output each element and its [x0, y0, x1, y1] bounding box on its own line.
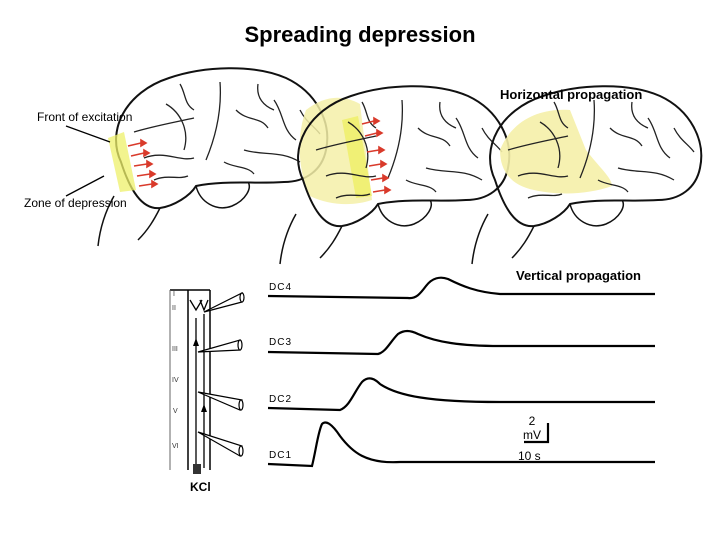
electrode-dc1 — [197, 431, 244, 457]
excitation-front-band — [108, 132, 136, 192]
trace-dc1 — [267, 421, 655, 468]
trace-dc3 — [267, 329, 655, 356]
arrow-group-2 — [361, 116, 392, 195]
dc2-label: DC2 — [269, 394, 293, 405]
vertical-propagation-label: Vertical propagation — [516, 268, 641, 283]
dc3-label: DC3 — [269, 337, 293, 348]
kcl-label: KCl — [190, 480, 211, 494]
scale-time: 10 s — [518, 449, 541, 463]
layer-label-5: V — [173, 408, 178, 415]
layer-label-1: I — [173, 291, 175, 298]
horizontal-propagation-label: Horizontal propagation — [500, 87, 643, 102]
layer-label-2: II — [172, 305, 176, 312]
front-pointer-line — [65, 125, 111, 143]
brain-1 — [65, 67, 329, 247]
front-of-excitation-label: Front of excitation — [37, 110, 133, 124]
electrode-dc3 — [197, 339, 243, 353]
electrode-dc4 — [203, 292, 245, 313]
cortex-column — [169, 289, 211, 474]
brain-2 — [279, 85, 511, 265]
scale-voltage-unit: mV — [523, 428, 541, 442]
zone-pointer-line — [65, 175, 105, 197]
trace-dc2 — [267, 377, 655, 412]
layer-label-4: IV — [172, 377, 179, 384]
diagram-title: Spreading depression — [244, 22, 476, 47]
layer-label-3: III — [172, 346, 178, 353]
zone-of-depression-label: Zone of depression — [24, 196, 127, 210]
excitation-front-band-2 — [342, 116, 372, 198]
depression-zone-3 — [500, 109, 612, 194]
arrow-group-1 — [127, 138, 159, 189]
dc4-label: DC4 — [269, 282, 293, 293]
scale-voltage-value: 2 — [528, 414, 536, 428]
scale-voltage: 2 mV — [514, 414, 550, 442]
dc1-label: DC1 — [269, 450, 293, 461]
brain-3 — [471, 85, 703, 265]
layer-label-6: VI — [172, 443, 179, 450]
electrode-dc2 — [197, 391, 244, 411]
scale-bar — [524, 423, 550, 444]
trace-dc4 — [267, 276, 655, 300]
